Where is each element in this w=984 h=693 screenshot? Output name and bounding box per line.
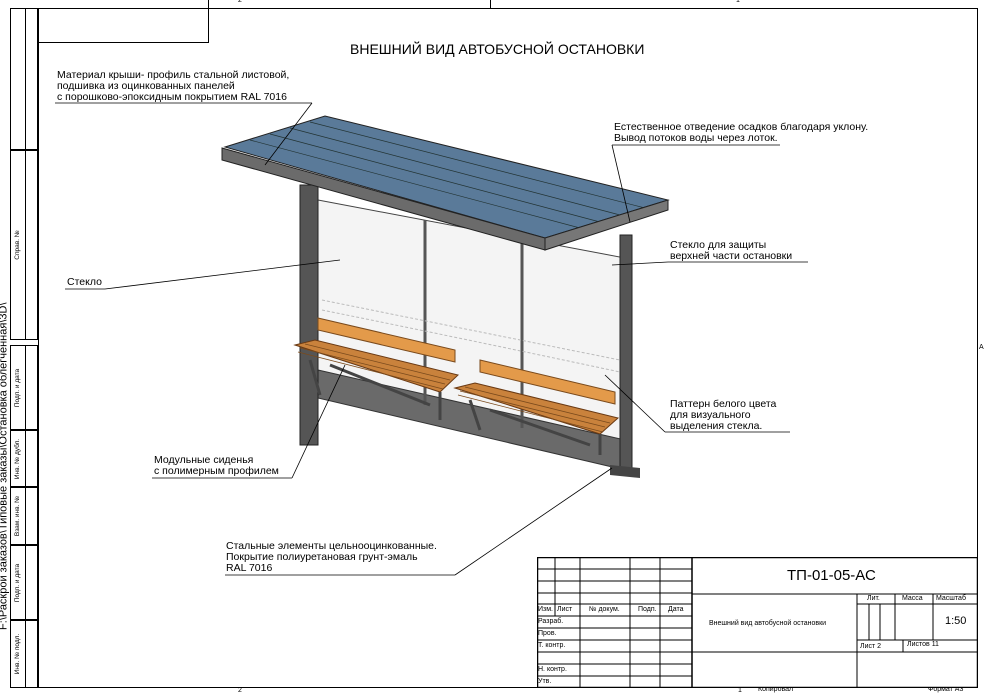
roof bbox=[221, 115, 670, 251]
side-stamp-cell: Инв. № дубл. bbox=[10, 430, 38, 487]
side-stamp-cell: Подп. и дата bbox=[10, 345, 38, 430]
lit-label: Лит. bbox=[867, 595, 880, 602]
bench-right bbox=[453, 359, 620, 455]
col-header: Лист bbox=[557, 606, 573, 613]
zone-marker: A bbox=[979, 344, 984, 351]
side-stamp-cell: Инв. № подл. bbox=[10, 620, 38, 688]
callout-roof: Материал крыши- профиль стальной листово… bbox=[57, 69, 290, 103]
role-label: Разраб. bbox=[538, 618, 564, 625]
col-header: Изм. bbox=[538, 606, 553, 613]
scale-value: 1:50 bbox=[945, 615, 967, 627]
drawing-frame bbox=[38, 8, 978, 688]
callout-steel: Стальные элементы цельнооцинкованные.Пок… bbox=[226, 540, 437, 574]
role-label: Утв. bbox=[538, 678, 552, 685]
mass-label: Масса bbox=[902, 595, 923, 602]
zone-marker: 1 bbox=[736, 0, 740, 4]
sheet-count: Листов 11 bbox=[907, 641, 939, 648]
zone-marker: 2 bbox=[238, 687, 242, 693]
right-post bbox=[619, 234, 633, 476]
sheet-number: Лист 2 bbox=[860, 643, 882, 650]
role-label: Т. контр. bbox=[538, 642, 566, 649]
zone-marker: 1 bbox=[738, 687, 742, 693]
document-code: ТП-01-05-АС bbox=[787, 567, 876, 584]
divider bbox=[208, 0, 209, 42]
left-post bbox=[299, 184, 319, 446]
format-label: Формат А3 bbox=[928, 686, 964, 693]
title-block-grid bbox=[537, 557, 978, 688]
copied-label: Копировал bbox=[758, 686, 794, 693]
side-stamp-cell bbox=[10, 8, 38, 150]
col-header: № докум. bbox=[589, 606, 620, 613]
scale-label: Масштаб bbox=[936, 595, 966, 602]
col-header: Подп. bbox=[638, 606, 657, 613]
document-name: Внешний вид автобусной остановки bbox=[709, 620, 827, 627]
page-title: ВНЕШНИЙ ВИД АВТОБУСНОЙ ОСТАНОВКИ bbox=[350, 41, 645, 57]
divider bbox=[38, 42, 209, 43]
role-label: Н. контр. bbox=[538, 666, 567, 673]
col-header: Дата bbox=[668, 606, 684, 613]
side-stamp-cell: Взам. инв. № bbox=[10, 487, 38, 545]
callout-drainage: Естественное отведение осадков благодаря… bbox=[614, 121, 869, 144]
callout-glass: Стекло bbox=[67, 276, 102, 288]
bench-left bbox=[293, 317, 460, 420]
zone-marker: 2 bbox=[238, 0, 242, 4]
side-stamp-cell: Справ. № bbox=[10, 150, 38, 340]
divider bbox=[490, 0, 491, 8]
leader-lines bbox=[55, 102, 808, 576]
title-block: ТП-01-05-АС Изм. Лист № докум. Подп. Дат… bbox=[537, 557, 978, 688]
side-stamp-cell: Подп. и дата bbox=[10, 545, 38, 620]
role-label: Пров. bbox=[538, 630, 557, 637]
